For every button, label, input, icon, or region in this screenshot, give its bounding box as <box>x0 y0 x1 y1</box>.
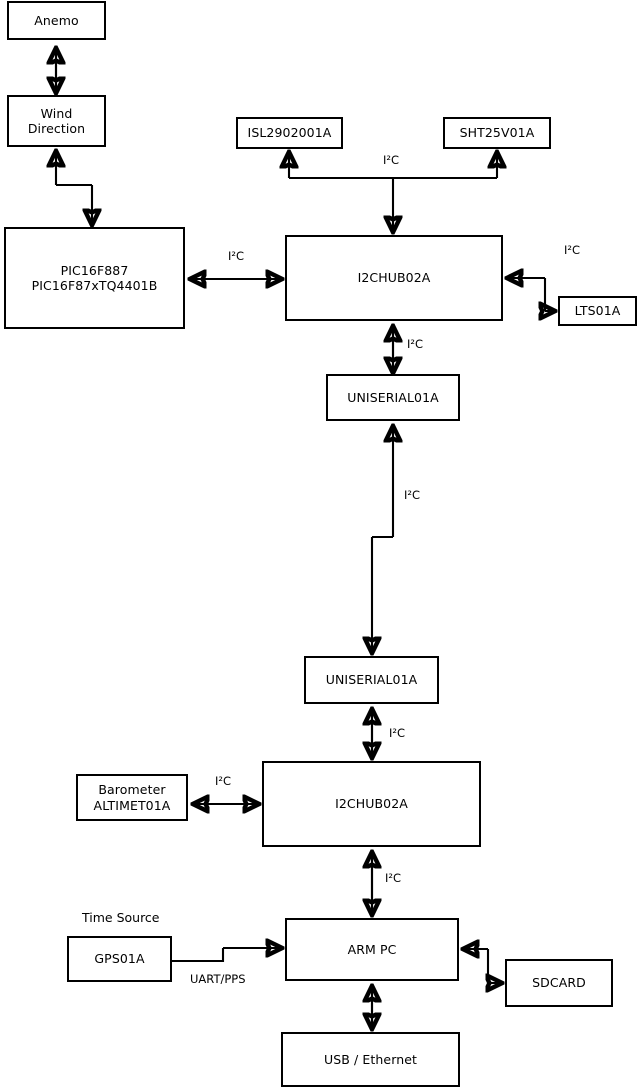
node-lts01a[interactable]: LTS01A <box>558 296 637 326</box>
label-time-source: Time Source <box>82 910 160 925</box>
node-sht25v01a[interactable]: SHT25V01A <box>443 117 551 149</box>
edge-label-sensor-bus: I²C <box>383 153 400 167</box>
node-sdcard[interactable]: SDCARD <box>505 959 613 1007</box>
edge-label-hub-lts: I²C <box>564 243 581 257</box>
node-i2chub02a-bottom[interactable]: I2CHUB02A <box>262 761 481 847</box>
node-uniserial01a-top-label: UNISERIAL01A <box>347 389 439 405</box>
node-wind-direction-label: Wind Direction <box>27 105 86 136</box>
edge-label-uniserial-link: I²C <box>404 488 421 502</box>
node-sdcard-label: SDCARD <box>532 975 586 991</box>
node-uniserial01a-bottom[interactable]: UNISERIAL01A <box>304 656 439 704</box>
connector-arm-pc-sdcard <box>464 949 501 983</box>
edge-label-uniserial-hub-bottom: I²C <box>389 726 406 740</box>
node-isl2902001a[interactable]: ISL2902001A <box>236 117 343 149</box>
node-usb-ethernet-label: USB / Ethernet <box>323 1051 418 1067</box>
node-barometer-altimet01a[interactable]: Barometer ALTIMET01A <box>76 774 188 821</box>
node-gps01a[interactable]: GPS01A <box>67 936 172 982</box>
node-isl2902001a-label: ISL2902001A <box>247 125 332 141</box>
node-uniserial01a-bottom-label: UNISERIAL01A <box>325 672 418 688</box>
node-pic-microcontroller[interactable]: PIC16F887 PIC16F87xTQ4401B <box>4 227 185 329</box>
edge-label-pic-hub: I²C <box>228 249 245 263</box>
edge-label-hub-arm: I²C <box>385 871 402 885</box>
node-anemo[interactable]: Anemo <box>7 1 106 40</box>
connector-hub-top-lts <box>508 278 554 311</box>
node-sht25v01a-label: SHT25V01A <box>459 125 535 141</box>
node-arm-pc[interactable]: ARM PC <box>285 918 459 981</box>
node-arm-pc-label: ARM PC <box>347 941 397 957</box>
edge-label-gps-arm: UART/PPS <box>190 972 246 986</box>
node-uniserial01a-top[interactable]: UNISERIAL01A <box>326 374 460 421</box>
node-lts01a-label: LTS01A <box>574 303 621 319</box>
node-anemo-label: Anemo <box>34 12 79 28</box>
connector-wind-direction-pic <box>56 152 92 224</box>
node-pic-microcontroller-label: PIC16F887 PIC16F87xTQ4401B <box>31 262 158 293</box>
edge-label-barometer-hub: I²C <box>215 774 232 788</box>
node-gps01a-label: GPS01A <box>94 951 145 967</box>
node-barometer-altimet01a-label: Barometer ALTIMET01A <box>93 782 171 813</box>
node-wind-direction[interactable]: Wind Direction <box>7 95 106 147</box>
node-i2chub02a-top[interactable]: I2CHUB02A <box>285 235 503 321</box>
connector-gps-arm-pc <box>172 948 281 963</box>
node-i2chub02a-bottom-label: I2CHUB02A <box>335 796 408 812</box>
edge-label-hub-uniserial: I²C <box>407 337 424 351</box>
node-i2chub02a-top-label: I2CHUB02A <box>357 270 431 286</box>
node-usb-ethernet[interactable]: USB / Ethernet <box>281 1032 460 1087</box>
connector-uniserial-top-bottom <box>372 427 393 652</box>
